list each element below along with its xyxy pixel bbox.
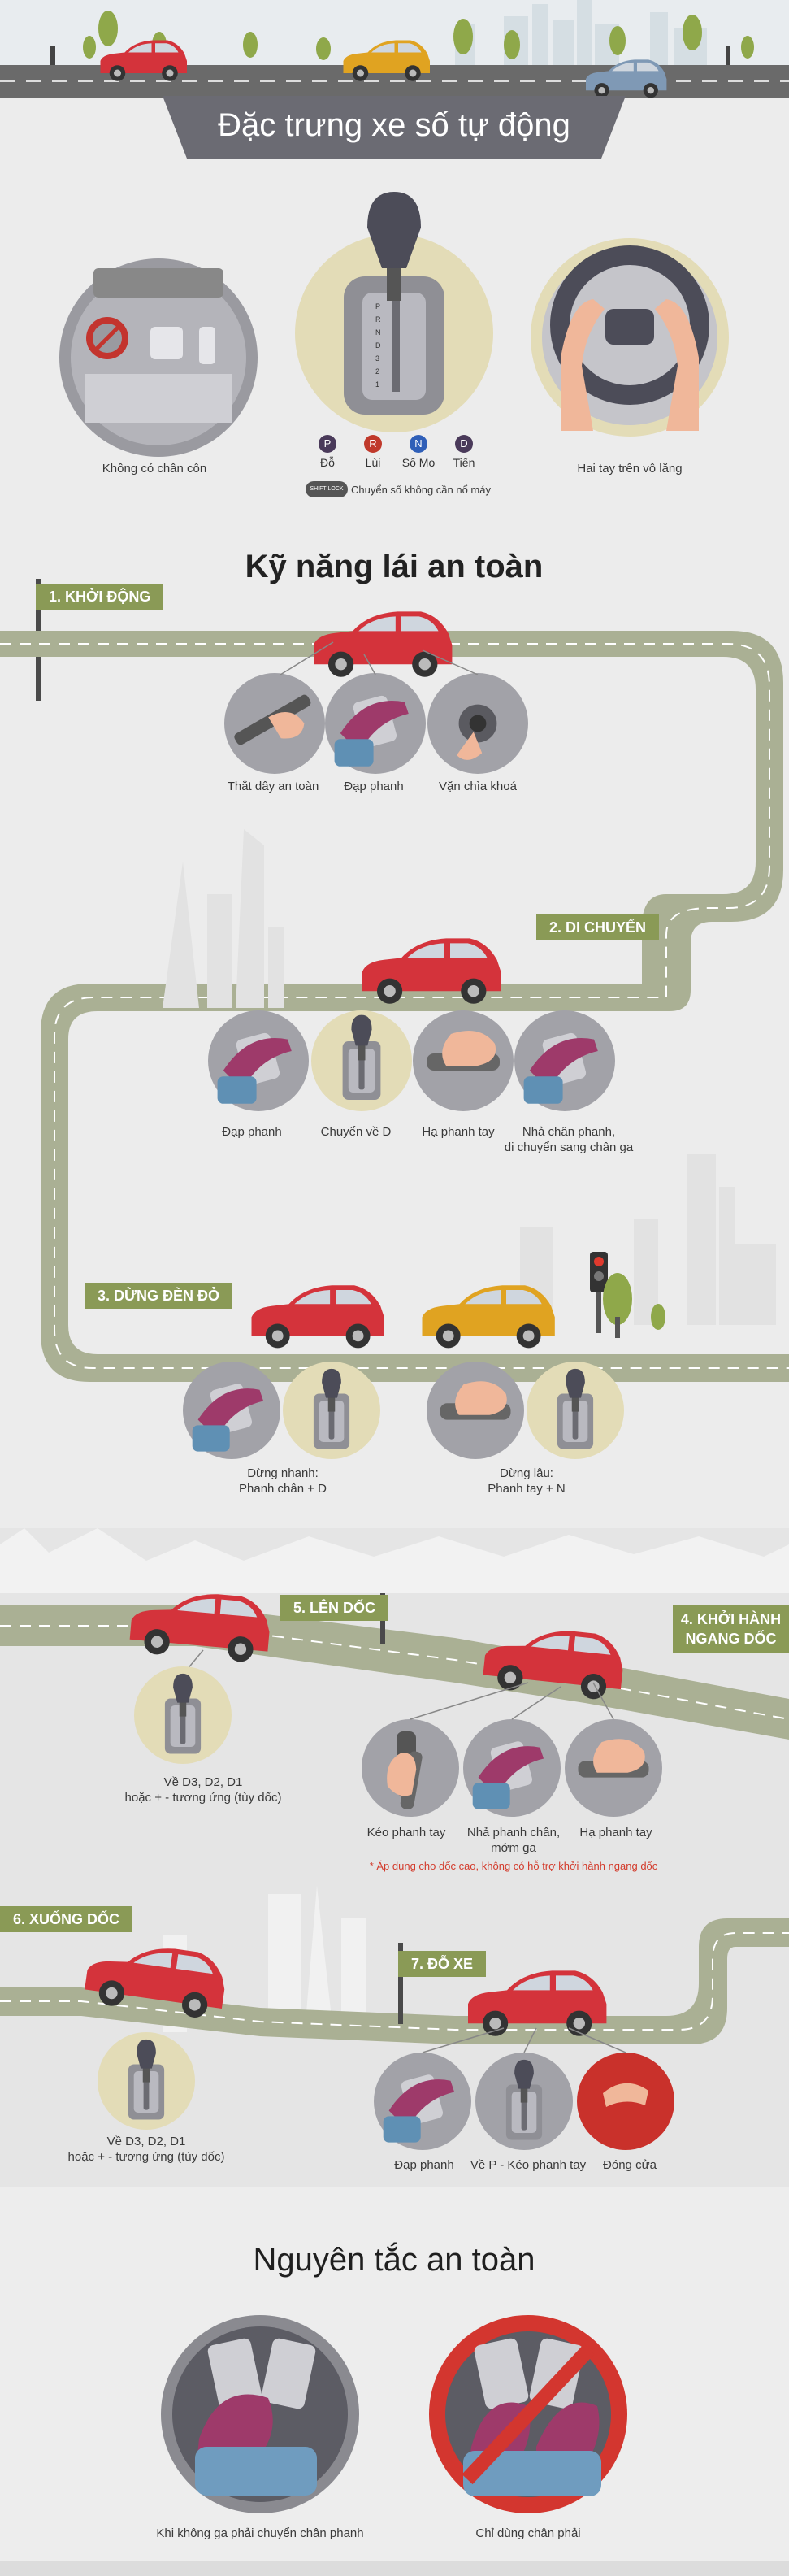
gear-label: Tiến xyxy=(453,456,475,469)
step6-tag: 6. XUỐNG DỐC xyxy=(0,1906,133,1932)
svg-text:R: R xyxy=(375,315,381,324)
page-title: Đặc trưng xe số tự động xyxy=(218,107,570,143)
step6-caption-2: hoặc + - tương ứng (tùy dốc) xyxy=(67,2150,225,2164)
skills-title: Kỹ năng lái an toàn xyxy=(245,549,544,584)
gear-label: Lùi xyxy=(365,456,381,469)
svg-text:1: 1 xyxy=(375,380,379,389)
step3-quick-2: Phanh chân + D xyxy=(239,1482,327,1496)
step7-tag: 7. ĐỖ XE xyxy=(398,1951,487,1977)
step4-caption-release-2: mớm ga xyxy=(491,1841,536,1855)
gear-legend-item-d: D Tiến xyxy=(441,435,487,469)
step2-caption-shift-d: Chuyển về D xyxy=(320,1125,392,1139)
step4-tag-line2: NGANG DỐC xyxy=(685,1631,777,1647)
rule1-caption: Khi không ga phải chuyển chân phanh xyxy=(156,2526,364,2540)
step1-caption-key: Vặn chìa khoá xyxy=(439,780,517,793)
gear-letter-badge: D xyxy=(455,435,473,453)
gear-legend-item-r: R Lùi xyxy=(350,435,396,469)
svg-text:D: D xyxy=(375,341,381,350)
step2-caption-handbrake: Hạ phanh tay xyxy=(422,1125,495,1139)
shift-lock-badge: SHIFT LOCK xyxy=(306,481,348,497)
gear-letter-badge: R xyxy=(364,435,382,453)
step4-caption-pull-handbrake: Kéo phanh tay xyxy=(366,1826,446,1840)
svg-text:N: N xyxy=(375,328,381,337)
step6-caption-1: Về D3, D2, D1 xyxy=(106,2135,186,2148)
step5-tag: 5. LÊN DỐC xyxy=(280,1595,389,1621)
step3-long-1: Dừng lâu: xyxy=(500,1466,553,1480)
shift-lock-label: SHIFT LOCK xyxy=(310,486,344,492)
step3-quick-1: Dừng nhanh: xyxy=(247,1466,319,1480)
step4-caption-lower-handbrake: Hạ phanh tay xyxy=(579,1826,652,1840)
step1-tag: 1. KHỞI ĐỘNG xyxy=(36,584,164,610)
gear-letter-badge: N xyxy=(410,435,427,453)
gear-label: Đỗ xyxy=(320,456,335,469)
gear-legend: P Đỗ R Lùi N Số Mo D Tiến xyxy=(305,435,492,476)
gear-letter-badge: P xyxy=(319,435,336,453)
gear-label: Số Mo xyxy=(401,456,436,469)
step4-caption-release-1: Nhả phanh chân, xyxy=(466,1826,561,1840)
step4-note: * Áp dụng cho dốc cao, không có hỗ trợ k… xyxy=(369,1860,658,1872)
step2-caption-release-2: di chuyển sang chân ga xyxy=(504,1140,634,1154)
step3-tag: 3. DỪNG ĐÈN ĐỎ xyxy=(85,1283,232,1309)
step4-tag-line1: 4. KHỞI HÀNH xyxy=(680,1611,782,1627)
hands-on-wheel-caption: Hai tay trên vô lăng xyxy=(577,462,683,476)
svg-text:P: P xyxy=(375,302,380,311)
step2-tag: 2. DI CHUYỂN xyxy=(536,914,660,940)
gear-legend-item-p: P Đỗ xyxy=(305,435,350,469)
svg-text:2: 2 xyxy=(375,367,379,376)
step4-tag: 4. KHỞI HÀNH NGANG DỐC xyxy=(673,1605,789,1653)
step5-caption-2: hoặc + - tương ứng (tùy dốc) xyxy=(124,1791,282,1805)
rules-title: Nguyên tắc an toàn xyxy=(253,2242,535,2278)
step1-caption-brake: Đạp phanh xyxy=(344,780,404,793)
step3-long-2: Phanh tay + N xyxy=(488,1482,566,1496)
step7-caption-close-door: Đóng cửa xyxy=(603,2158,657,2172)
shift-lock-text: Chuyển số không cần nổ máy xyxy=(351,484,491,496)
step5-caption-1: Về D3, D2, D1 xyxy=(163,1775,243,1789)
step7-caption-park: Về P - Kéo phanh tay xyxy=(470,2158,587,2172)
rule2-caption: Chỉ dùng chân phải xyxy=(475,2526,581,2540)
svg-text:3: 3 xyxy=(375,354,379,363)
gear-legend-item-n: N Số Mo xyxy=(396,435,441,469)
step2-caption-release-1: Nhả chân phanh, xyxy=(522,1125,616,1139)
step7-caption-brake: Đạp phanh xyxy=(394,2158,454,2172)
no-clutch-caption: Không có chân côn xyxy=(102,462,207,476)
step2-caption-brake: Đạp phanh xyxy=(222,1125,282,1139)
step1-caption-belt: Thắt dây an toàn xyxy=(227,780,319,793)
